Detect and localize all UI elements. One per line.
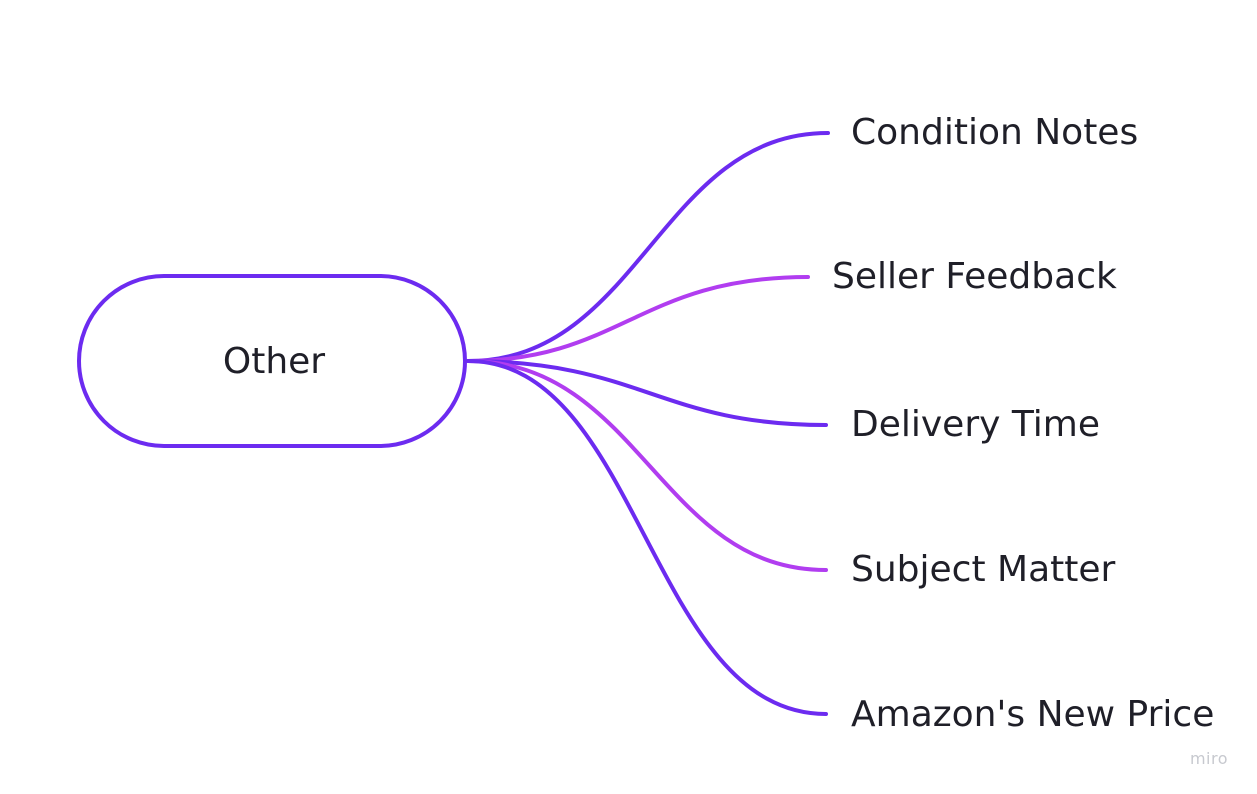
root-node-label: Other (222, 340, 326, 382)
branch-subject-matter[interactable]: Subject Matter (851, 549, 1116, 590)
root-node[interactable]: Other (77, 274, 467, 448)
connector-condition-notes (466, 131, 830, 363)
miro-watermark: miro (1189, 749, 1228, 768)
connector-seller-feedback (466, 275, 810, 363)
branch-delivery-time[interactable]: Delivery Time (851, 404, 1100, 445)
connector-delivery-time (466, 359, 828, 427)
branch-seller-feedback[interactable]: Seller Feedback (832, 256, 1117, 297)
branch-condition-notes[interactable]: Condition Notes (851, 112, 1139, 153)
connector-subject-matter (466, 359, 828, 572)
connector-amazons-new-price (466, 359, 828, 716)
branch-amazons-new-price[interactable]: Amazon's New Price (851, 694, 1215, 735)
